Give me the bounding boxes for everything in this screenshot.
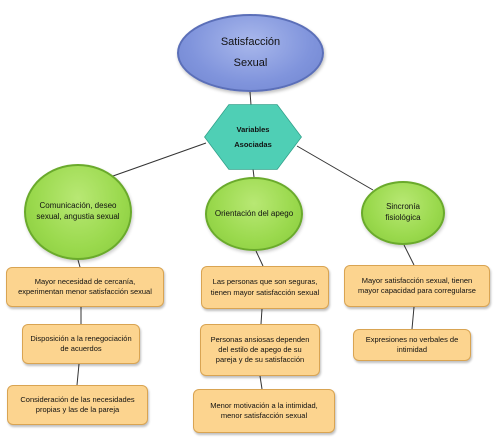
hub-line-1: Variables [236,125,270,134]
connector-b22-b23 [259,375,263,390]
branch-2-item-1: Las personas que son seguras, tienen may… [201,266,329,309]
branch-3-item-2-text: Expresiones no verbales de intimidad [365,334,459,354]
branch-3-item-1: Mayor satisfacción sexual, tienen mayor … [344,265,490,307]
connector-hub-branch-1 [112,142,207,177]
connector-b21-b22 [260,308,263,325]
branch-node-sincronia-fisiologica: Sincronía fisiológica [361,181,445,245]
connector-branch-3-box-1 [403,244,415,266]
root-node-satisfaccion-sexual: Satisfacción Sexual [177,14,324,92]
branch-1-item-2-text: Disposición a la renegociación de acuerd… [30,333,132,353]
branch-2-item-2-text: Personas ansiosas dependen del estilo de… [210,334,310,365]
connector-branch-2-box-1 [255,250,264,267]
branch-node-orientacion-apego: Orientación del apego [205,177,303,251]
branch-node-comunicacion: Comunicación, deseo sexual, angustia sex… [24,164,132,260]
branch-1-item-1: Mayor necesidad de cercanía, experimenta… [6,267,164,307]
branch-1-item-3: Consideración de las necesidades propias… [7,385,148,425]
root-line-2: Sexual [233,57,268,69]
branch-1-item-2: Disposición a la renegociación de acuerd… [22,324,140,364]
connector-root-hub [249,91,252,106]
branch-1-item-3-text: Consideración de las necesidades propias… [20,394,135,414]
branch-1-item-1-text: Mayor necesidad de cercanía, experimenta… [18,276,152,296]
branch-2-title: Orientación del apego [214,208,294,218]
branch-1-title: Comunicación, deseo sexual, angustia sex… [36,201,120,221]
branch-2-item-3-text: Menor motivación a la intimidad, menor s… [210,400,318,420]
branch-3-item-2: Expresiones no verbales de intimidad [353,329,471,361]
branch-3-title: Sincronía fisiológica [385,202,421,222]
branch-2-item-2: Personas ansiosas dependen del estilo de… [200,324,320,376]
connector-b12-b13 [76,363,80,386]
connector-hub-branch-3 [296,145,374,191]
connector-b31-b32 [411,306,415,330]
hub-line-2: Asociadas [234,140,272,149]
branch-2-item-1-text: Las personas que son seguras, tienen may… [210,277,320,297]
connector-branch-1-box-1 [77,259,81,268]
branch-2-item-3: Menor motivación a la intimidad, menor s… [193,389,335,433]
branch-3-item-1-text: Mayor satisfacción sexual, tienen mayor … [358,275,476,295]
connector-hub-branch-2 [252,168,255,178]
root-line-1: Satisfacción [220,36,281,49]
